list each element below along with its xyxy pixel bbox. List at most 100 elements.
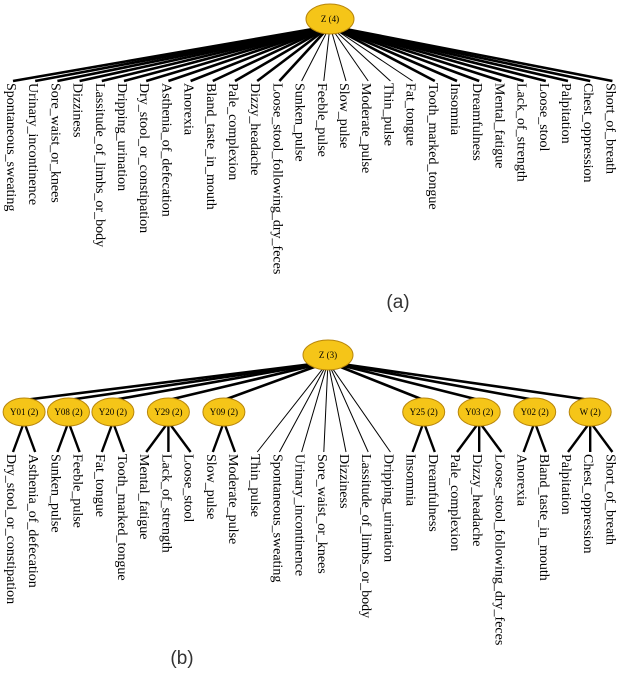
panel-b-leaf-label-sunken-pulse: Sunken_pulse: [47, 454, 62, 533]
panel-b-leaf-label-chest-oppression: Chest_oppression: [580, 454, 595, 554]
panel-b-leaf-label-dreamfulness: Dreamfulness: [425, 454, 440, 532]
panel-b-edge: [278, 361, 329, 453]
panel-a-leaf-label-feeble-pulse: Feeble_pulse: [314, 83, 329, 157]
panel-a-leaf-label-thin-pulse: Thin_pulse: [380, 83, 395, 146]
panel-a-leaf-label-urinary-incontinence: Urinary_incontinence: [25, 83, 40, 205]
panel-b-edge: [222, 421, 237, 453]
panel-a-edge: [167, 24, 331, 83]
panel-b-leaf-label-lassitude-of-limbs-or-body: Lassitude_of_limbs_or_body: [358, 454, 373, 618]
panel-b-edge: [327, 361, 391, 453]
latent-node-y01-2: [2, 397, 46, 427]
panel-a-root-label: Z (4): [321, 14, 339, 24]
panel-b: Y01 (2)Y08 (2)Y20 (2)Y29 (2)Y09 (2)Y25 (…: [2, 339, 617, 669]
panel-a: Spontaneous_sweating Urinary_incontinence…: [3, 3, 617, 313]
panel-b-edge: [327, 360, 480, 402]
panel-a-leaf-label-asthenia-of-defecation: Asthenia_of_defecation: [158, 83, 173, 217]
panel-a-leaf-label-lack-of-strength: Lack_of_strength: [514, 83, 529, 182]
panel-b-edge: [327, 361, 347, 453]
panel-a-edge: [329, 25, 391, 82]
panel-a-leaf-label-slow-pulse: Slow_pulse: [336, 83, 351, 148]
panel-b-leaf-label-insomnia: Insomnia: [403, 454, 418, 507]
panel-a-leaf-label-insomnia: Insomnia: [447, 83, 462, 136]
panel-b-leaf-label-fat-tongue: Fat_tongue: [92, 454, 107, 517]
panel-a-leaf-label-dry-stool-or-constipation: Dry_stool_or_constipation: [136, 83, 151, 233]
latent-node-w-2: [568, 397, 612, 427]
panel-a-edge: [278, 25, 331, 82]
panel-a-leaf-label-fat-tongue: Fat_tongue: [403, 83, 418, 146]
panel-a-edge: [329, 25, 413, 82]
panel-b-leaf-label-short-of-breath: Short_of_breath: [602, 454, 617, 545]
panel-b-edge: [327, 360, 535, 402]
panel-b-caption: (b): [170, 648, 193, 669]
panel-b-edge: [327, 360, 425, 402]
panel-b-leaf-label-mental-fatigue: Mental_fatigue: [136, 454, 151, 540]
latent-node-label-y08-2: Y08 (2): [54, 407, 82, 417]
latent-node-y25-2: [402, 397, 446, 427]
panel-b-edge: [456, 421, 481, 453]
panel-a-leaf-label-lassitude-of-limbs-or-body: Lassitude_of_limbs_or_body: [92, 83, 107, 247]
panel-b-leaf-label-pale-complexion: Pale_complexion: [447, 454, 462, 551]
panel-a-leaf-label-spontaneous-sweating: Spontaneous_sweating: [3, 83, 18, 211]
panel-a-edge: [190, 24, 331, 83]
latent-node-label-y01-2: Y01 (2): [10, 407, 38, 417]
panel-b-edge: [301, 361, 329, 453]
panel-a-leaf-label-dizzy-headache: Dizzy_headache: [247, 83, 262, 176]
latent-node-y03-2: [457, 397, 501, 427]
panel-b-edge: [11, 421, 26, 453]
panel-b-leaf-label-spontaneous-sweating: Spontaneous_sweating: [269, 454, 284, 582]
panel-a-edge: [212, 24, 331, 83]
panel-b-leaf-label-bland-taste-in-mouth: Bland_taste_in_mouth: [536, 454, 551, 581]
panel-a-edge: [329, 24, 436, 83]
latent-node-label-y29-2: Y29 (2): [154, 407, 182, 417]
panel-b-leaf-label-loose-stool-following-dry-feces: Loose_stool_following_dry_feces: [491, 454, 506, 645]
latent-node-y20-2: [91, 397, 135, 427]
panel-a-root-node: [305, 3, 355, 35]
panel-b-edge: [100, 421, 115, 453]
panel-a-edge: [234, 24, 331, 83]
panel-a-leaf-label-tooth-marked-tongue: Tooth_marked_tongue: [425, 83, 440, 210]
panel-a-leaf-label-sore-waist-or-knees: Sore_waist_or_knees: [47, 83, 62, 203]
panel-b-edge: [589, 421, 614, 453]
panel-b-leaf-label-thin-pulse: Thin_pulse: [247, 454, 262, 517]
latent-node-label-w-2: W (2): [580, 407, 601, 417]
panel-b-edge: [22, 421, 37, 453]
panel-b-edge: [422, 421, 436, 453]
panel-b-leaf-label-slow-pulse: Slow_pulse: [203, 454, 218, 519]
latent-node-label-y03-2: Y03 (2): [465, 407, 493, 417]
panel-b-edge: [211, 421, 226, 453]
panel-b-leaf-label-dry-stool-or-constipation: Dry_stool_or_constipation: [3, 454, 18, 604]
panel-b-edge: [168, 360, 329, 402]
panel-a-edge: [329, 24, 613, 83]
panel-a-edge: [256, 24, 331, 83]
panel-b-edge: [327, 360, 591, 402]
panel-a-leaf-label-dizziness: Dizziness: [70, 83, 85, 137]
panel-b-leaf-label-feeble-pulse: Feeble_pulse: [70, 454, 85, 528]
latent-node-y09-2: [202, 397, 246, 427]
panel-b-edge: [522, 421, 536, 453]
panel-b-leaf-label-moderate-pulse: Moderate_pulse: [225, 454, 240, 544]
panel-b-edge: [478, 421, 503, 453]
panel-a-leaf-label-palpitation: Palpitation: [558, 83, 573, 144]
panel-a-leaf-label-pale-complexion: Pale_complexion: [225, 83, 240, 180]
panel-a-caption: (a): [386, 292, 409, 313]
panel-b-edge: [111, 421, 126, 453]
latent-node-label-y02-2: Y02 (2): [521, 407, 549, 417]
panel-a-edge: [329, 25, 369, 82]
panel-b-leaf-label-dizziness: Dizziness: [336, 454, 351, 508]
panel-b-leaf-label-urinary-incontinence: Urinary_incontinence: [292, 454, 307, 576]
panel-b-edge: [67, 421, 81, 453]
panel-b-edge: [112, 360, 329, 402]
panel-b-edge: [327, 361, 369, 453]
latent-node-label-y20-2: Y20 (2): [99, 407, 127, 417]
panel-b-leaf-label-dizzy-headache: Dizzy_headache: [469, 454, 484, 547]
panel-b-edge: [145, 421, 170, 453]
latent-node-y08-2: [47, 397, 90, 427]
panel-a-leaf-label-anorexia: Anorexia: [181, 83, 196, 136]
panel-a-leaf-label-dreamfulness: Dreamfulness: [469, 83, 484, 161]
panel-b-edge: [167, 421, 192, 453]
panel-b-edge: [323, 361, 329, 453]
panel-a-leaf-label-moderate-pulse: Moderate_pulse: [358, 83, 373, 173]
panel-a-leaf-label-loose-stool: Loose_stool: [536, 83, 551, 152]
panel-a-leaf-label-sunken-pulse: Sunken_pulse: [292, 83, 307, 162]
